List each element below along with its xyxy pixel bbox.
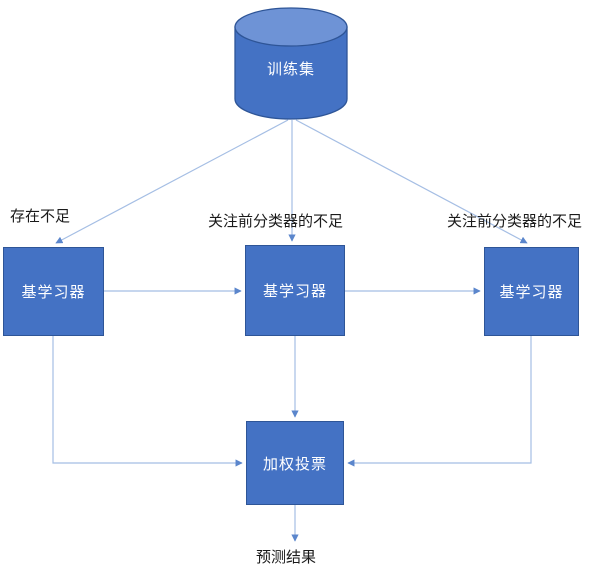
node-base-learner-1[interactable]: 基学习器 <box>3 247 104 336</box>
edge-dataset-to-learner3 <box>295 119 528 244</box>
node-base-learner-2-label: 基学习器 <box>262 283 327 300</box>
edge-label-to-learner-1: 存在不足 <box>10 208 71 225</box>
edge-learner1-to-vote <box>52 335 243 467</box>
node-output-label: 预测结果 <box>256 549 317 566</box>
edge-label-to-learner-2: 关注前分类器的不足 <box>208 213 344 230</box>
node-base-learner-1-label: 基学习器 <box>21 284 86 301</box>
edge-label-to-learner-3: 关注前分类器的不足 <box>447 213 583 230</box>
node-weighted-vote[interactable]: 加权投票 <box>246 421 344 505</box>
edge-learner3-to-vote <box>347 335 532 467</box>
node-weighted-vote-label: 加权投票 <box>262 455 327 473</box>
node-base-learner-3-label: 基学习器 <box>499 284 564 301</box>
edge-dataset-to-learner1 <box>55 119 289 244</box>
node-base-learner-2[interactable]: 基学习器 <box>245 245 345 336</box>
cylinder-shape <box>234 7 348 120</box>
node-base-learner-3[interactable]: 基学习器 <box>484 247 579 336</box>
node-dataset[interactable]: 训练集 <box>233 6 349 120</box>
